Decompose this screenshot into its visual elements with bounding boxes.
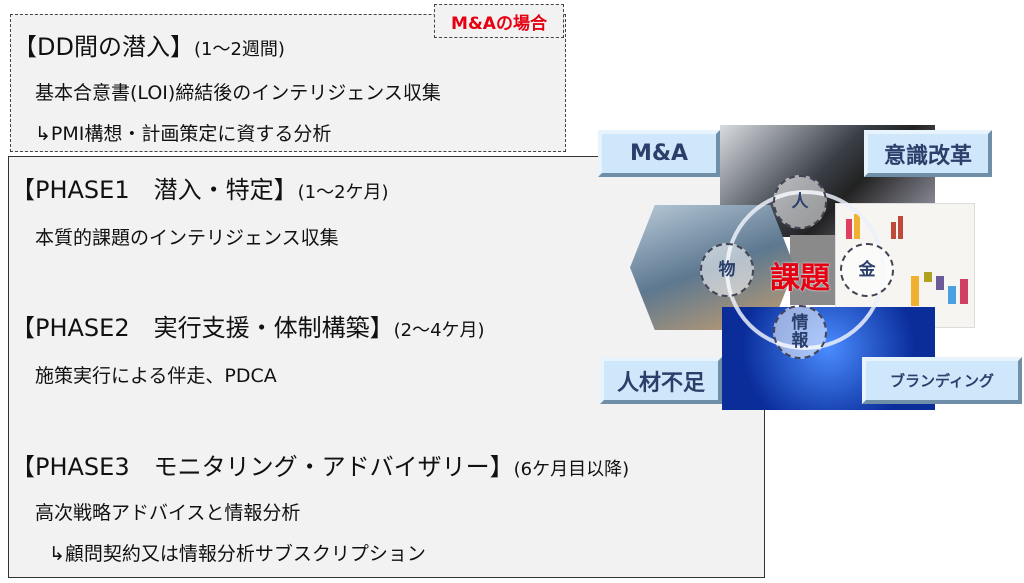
phase2-title: 【PHASE2 実行支援・体制構築】(2～4ケ月) xyxy=(11,313,485,346)
node-info: 情報 xyxy=(773,305,827,359)
center-issue-text: 課題 xyxy=(770,261,830,296)
dd-line-1: 基本合意書(LOI)締結後のインテリジェンス収集 xyxy=(35,82,441,104)
dd-line-2: ↳PMI構想・計画策定に資する分析 xyxy=(35,123,332,145)
ma-case-tag: M&Aの場合 xyxy=(434,4,564,38)
phase3-title: 【PHASE3 モニタリング・アドバイザリー】(6ケ月目以降) xyxy=(11,452,629,485)
label-ma: M&A xyxy=(598,130,720,177)
phase3-period: (6ケ月目以降) xyxy=(513,459,630,480)
phase1-title-text: 【PHASE1 潜入・特定】 xyxy=(11,176,298,204)
issues-diagram: 課題 人 物 金 情報 M&A 意識改革 人材不足 ブランディング xyxy=(598,125,1024,410)
label-mindset: 意識改革 xyxy=(864,130,992,177)
node-things: 物 xyxy=(700,243,754,297)
phase2-title-text: 【PHASE2 実行支援・体制構築】 xyxy=(11,314,394,342)
label-branding: ブランディング xyxy=(862,357,1022,404)
phase1-line-1: 本質的課題のインテリジェンス収集 xyxy=(35,227,339,249)
node-people: 人 xyxy=(773,175,827,229)
label-talent-shortage: 人材不足 xyxy=(600,357,722,404)
phase3-line-2: ↳顧問契約又は情報分析サブスクリプション xyxy=(49,543,426,565)
dd-title: 【DD間の潜入】(1～2週間) xyxy=(13,32,285,65)
phase3-title-text: 【PHASE3 モニタリング・アドバイザリー】 xyxy=(11,453,514,481)
phase1-period: (1～2ケ月) xyxy=(297,182,389,203)
phase1-title: 【PHASE1 潜入・特定】(1～2ケ月) xyxy=(11,175,389,208)
phase2-period: (2～4ケ月) xyxy=(393,320,485,341)
dd-period: (1～2週間) xyxy=(193,39,285,60)
dd-title-text: 【DD間の潜入】 xyxy=(13,33,194,61)
phase2-line-1: 施策実行による伴走、PDCA xyxy=(35,365,277,387)
phase3-line-1: 高次戦略アドバイスと情報分析 xyxy=(35,502,301,524)
node-money: 金 xyxy=(840,243,894,297)
